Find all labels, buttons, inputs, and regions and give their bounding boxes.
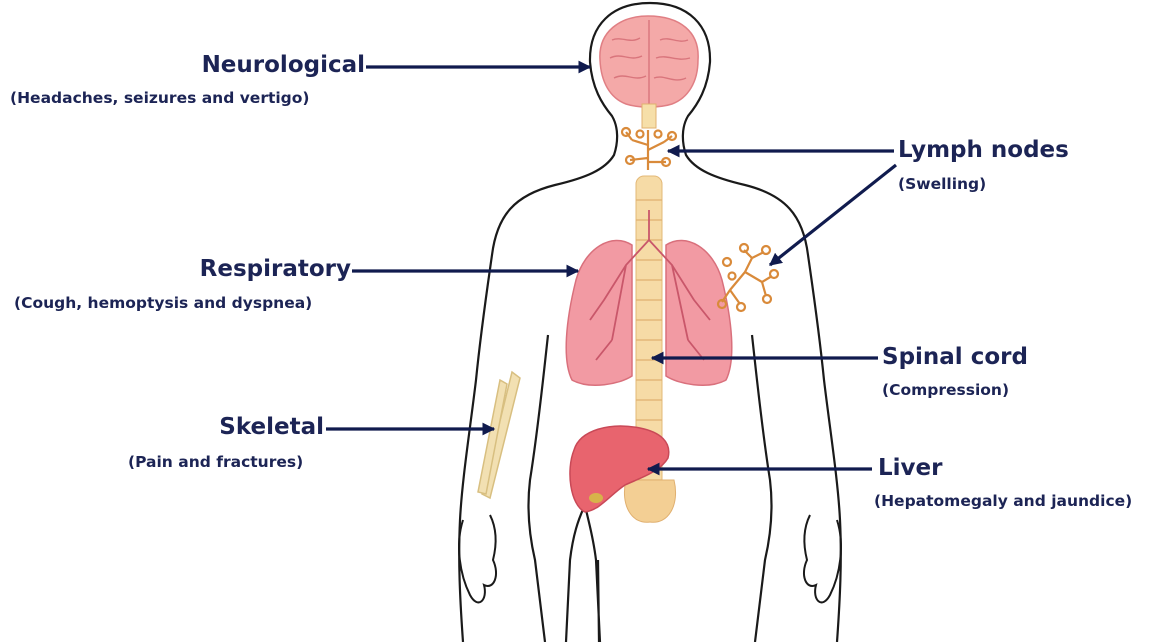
respiratory-subtitle: (Cough, hemoptysis and dyspnea) [14,294,312,312]
spinal-cord-title: Spinal cord [882,344,1028,370]
left-arm-inner [528,335,548,642]
neurological-subtitle: (Headaches, seizures and vertigo) [10,89,310,107]
lymph-nodes-title: Lymph nodes [898,137,1069,163]
lymph-arm-arrow [770,165,896,265]
skeletal-title: Skeletal [219,414,324,440]
spinal-cord-subtitle: (Compression) [882,381,1009,399]
right-arm-inner [752,335,772,642]
forearm-bone [478,372,520,498]
skeletal-subtitle: (Pain and fractures) [128,453,303,471]
brain-organ [600,16,698,128]
lymph-nodes-subtitle: (Swelling) [898,175,986,193]
respiratory-title: Respiratory [200,256,351,282]
neurological-title: Neurological [202,52,365,78]
liver-subtitle: (Hepatomegaly and jaundice) [874,492,1132,510]
neck-lymph-node [622,128,676,170]
left-hand [459,515,496,602]
right-hand [804,515,841,602]
liver-title: Liver [878,455,942,481]
